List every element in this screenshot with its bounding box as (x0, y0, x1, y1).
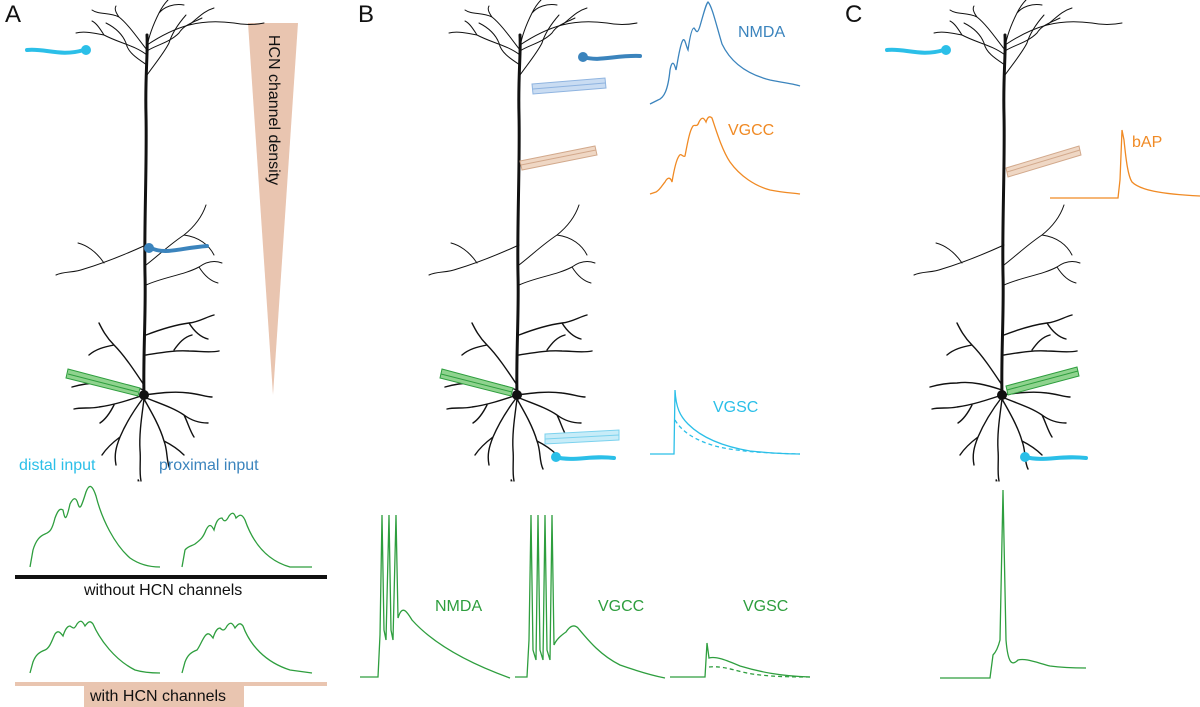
inset-vgcc-label: VGCC (728, 122, 775, 139)
panel-a-letter: A (5, 1, 22, 28)
pipette-b-soma (439, 368, 514, 397)
with-hcn-label: with HCN channels (90, 688, 227, 705)
trace-a-without-distal (29, 485, 161, 568)
nmda-synapse (578, 52, 588, 62)
distal-synapse (81, 45, 91, 55)
proximal-synapse (144, 243, 154, 253)
neuron-a (54, 0, 266, 483)
proximal-input-label: proximal input (159, 457, 259, 474)
pipette-b-vgsc (544, 429, 620, 445)
soma-nmda-label: NMDA (435, 598, 483, 615)
neuron-b (427, 0, 639, 483)
panel-b-diagram (360, 0, 811, 679)
inset-vgsc-label: VGSC (713, 399, 759, 416)
distal-input-fiber (25, 47, 86, 55)
pipette-c-dendrite (1005, 145, 1082, 178)
soma-vgsc-label: VGSC (743, 598, 789, 615)
hcn-density-gradient (248, 23, 298, 395)
distal-input-fiber-c (885, 47, 946, 55)
inset-vgsc-trace (650, 389, 801, 455)
soma-vgsc-dashed-trace (708, 666, 811, 678)
with-hcn-label-box (84, 684, 244, 707)
trace-a-with-proximal (181, 622, 313, 674)
inset-bap-trace (1050, 129, 1200, 199)
inset-nmda-label: NMDA (738, 24, 786, 41)
distal-input-label: distal input (19, 457, 96, 474)
without-hcn-label: without HCN channels (84, 582, 243, 599)
hcn-density-label: HCN channel density (265, 34, 282, 186)
soma-vgsc-trace (670, 642, 811, 678)
proximal-synapse-c (1020, 452, 1030, 462)
inset-bap-label: bAP (1132, 134, 1163, 151)
proximal-input-fiber (149, 244, 209, 253)
soma-vgcc-label: VGCC (598, 598, 645, 615)
panel-c-diagram (885, 0, 1200, 679)
soma-vgcc-trace (515, 514, 666, 679)
pipette-b-nmda (531, 77, 607, 95)
panel-b-letter: B (358, 1, 375, 28)
inset-vgsc-dashed-trace (674, 419, 801, 455)
proximal-input-fiber-c (1023, 455, 1088, 461)
panel-a-diagram (15, 0, 327, 707)
inset-vgcc-trace (649, 116, 801, 195)
nmda-input-fiber (581, 53, 642, 61)
inset-nmda-trace (649, 1, 801, 105)
pipette-a (65, 368, 141, 397)
pipette-c-soma (1005, 366, 1080, 396)
vgsc-input-fiber (553, 455, 616, 461)
trace-a-without-proximal (181, 512, 312, 568)
vgsc-synapse (551, 452, 561, 462)
distal-synapse-c (941, 45, 951, 55)
soma-nmda-trace (360, 514, 511, 679)
pipette-b-vgcc (519, 145, 598, 171)
neuron-c (912, 0, 1124, 483)
soma-bap-trace (940, 489, 1087, 679)
panel-c-letter: C (845, 1, 863, 28)
trace-a-with-distal (29, 620, 161, 674)
